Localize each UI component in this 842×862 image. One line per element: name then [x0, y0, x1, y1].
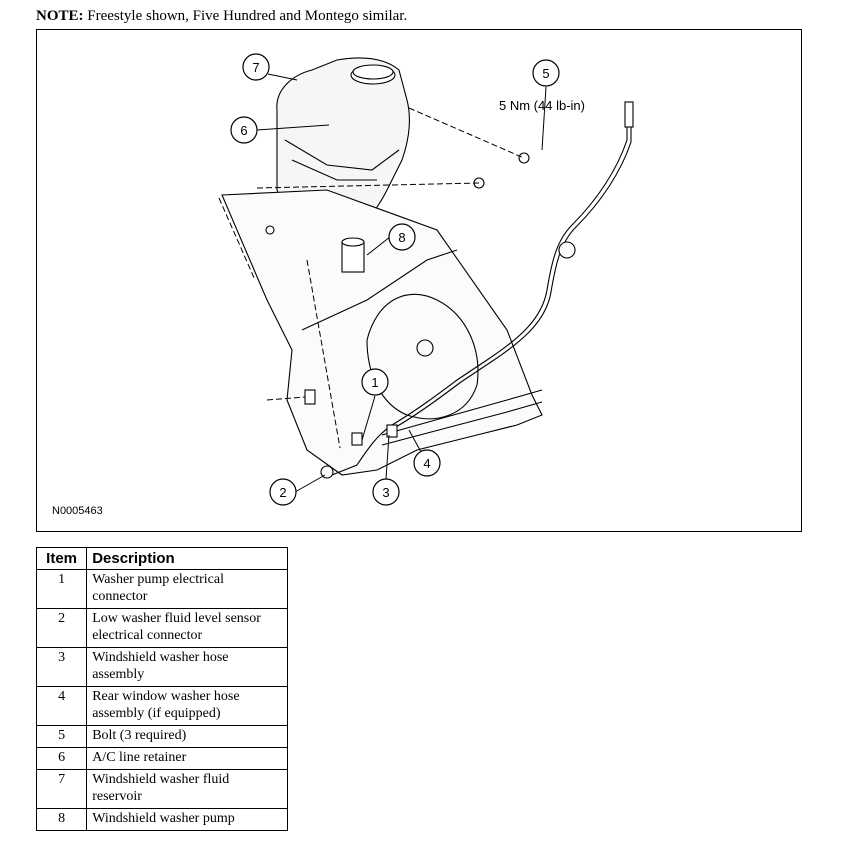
table-header-row: Item Description: [35, 547, 288, 570]
callout-6: 6: [240, 123, 247, 138]
item-description: Bolt (3 required): [86, 725, 288, 748]
header-description: Description: [86, 547, 288, 570]
item-number: 4: [35, 686, 88, 726]
item-number: 2: [35, 608, 88, 648]
item-number: 3: [35, 647, 88, 687]
item-description: Windshield washer pump: [86, 808, 288, 831]
note-text: Freestyle shown, Five Hundred and Monteg…: [83, 8, 408, 24]
torque-spec: 5 Nm (44 lb-in): [499, 98, 585, 113]
callout-3: 3: [382, 485, 389, 500]
note-line: NOTE: Freestyle shown, Five Hundred and …: [36, 8, 407, 25]
item-description: A/C line retainer: [86, 747, 288, 770]
item-number: 6: [35, 747, 88, 770]
callout-1: 1: [371, 375, 378, 390]
item-description: Washer pump electrical connector: [86, 569, 288, 609]
figure-id: N0005463: [52, 505, 103, 517]
callout-2: 2: [279, 485, 286, 500]
item-number: 7: [35, 769, 88, 809]
item-number: 1: [35, 569, 88, 609]
item-number: 5: [35, 725, 88, 748]
callout-4: 4: [423, 456, 430, 471]
callout-5: 5: [542, 66, 549, 81]
item-description: Low washer fluid level sensor electrical…: [86, 608, 288, 648]
callout-8: 8: [398, 230, 405, 245]
item-description: Windshield washer fluid reservoir: [86, 769, 288, 809]
callout-7: 7: [252, 60, 259, 75]
item-description: Rear window washer hose assembly (if equ…: [86, 686, 288, 726]
diagram-figure: 1 2 3 4 5 6 7 8 5 Nm (44 lb-in) N0005463: [36, 29, 802, 532]
item-description: Windshield washer hose assembly: [86, 647, 288, 687]
header-item: Item: [35, 547, 88, 570]
washer-reservoir-diagram: 1 2 3 4 5 6 7 8: [218, 53, 634, 506]
note-label: NOTE:: [36, 8, 84, 24]
item-number: 8: [35, 808, 88, 831]
